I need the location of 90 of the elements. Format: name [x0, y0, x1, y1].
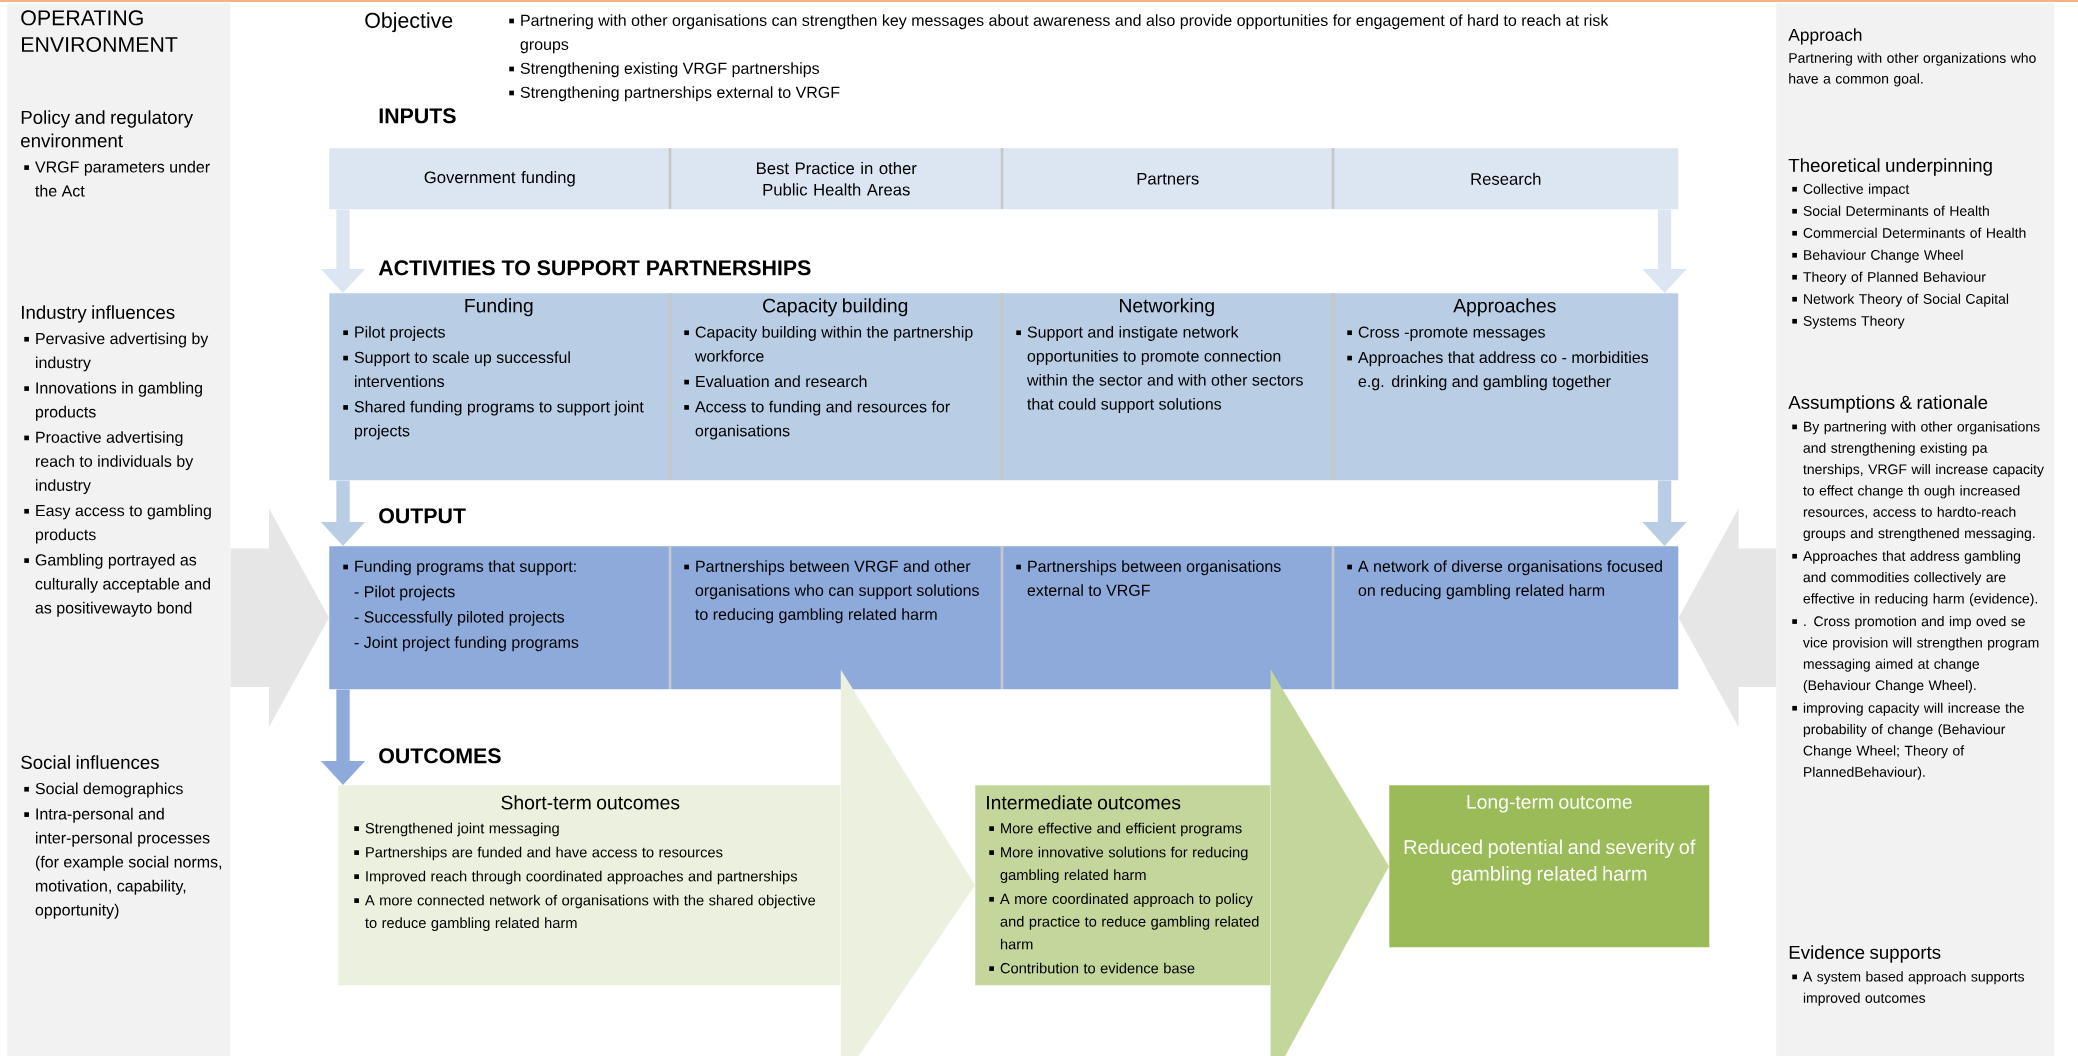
bullet-item: Support to scale up successful interventions: [343, 351, 570, 388]
bullet-item: Gambling portrayed as culturally acceptable and as positivewayto bond: [24, 553, 210, 617]
arrow: [1270, 669, 1389, 1056]
column-heading: Short-term outcomes: [501, 795, 680, 810]
bullet-item: Funding programs that support:: [343, 560, 576, 576]
input-box: Research: [1333, 148, 1679, 210]
section-heading: Evidence supports: [1789, 945, 1941, 963]
bullet-item: Shared funding programs to support joint projects: [343, 400, 644, 440]
outcome-box: [1389, 785, 1710, 948]
arrow: [230, 508, 329, 728]
section-heading: ACTIVITIES TO SUPPORT PARTNERSHIPS: [378, 260, 811, 276]
bullet-item: Access to funding and resources for organisations: [684, 400, 950, 440]
bullet-item: improving capacity will increase the probability of change (Behaviour Change Wheel; Theory of PlannedBehaviour).: [1792, 702, 2024, 780]
bullet-item: Commercial Determinants of Health: [1792, 227, 2026, 238]
side-panel: [1776, 3, 2055, 1056]
bullet-item: Strengthening existing VRGF partnerships: [509, 62, 820, 78]
bullet-item: A network of diverse organisations focused on reducing gambling related harm: [1347, 560, 1662, 600]
column-heading: Networking: [1120, 298, 1214, 317]
bullet-item: . Cross promotion and imp oved se vice provision will strengthen program messaging aimed at change (Behaviour Change Wheel).: [1792, 616, 2039, 694]
bullet-item: More innovative solutions for reducing gambling related harm: [989, 846, 1248, 883]
outcome-box: [975, 785, 1271, 986]
section-heading: Policy and regulatory environment: [21, 110, 194, 148]
section-heading: OUTPUT: [379, 508, 466, 524]
section-heading: Industry influences: [22, 305, 175, 323]
input-box: Partners: [1002, 148, 1334, 210]
input-box: Government funding: [329, 148, 671, 210]
bullet-item: Collective impact: [1792, 183, 1910, 197]
bullet-item: A more connected network of organisations with the shared objective to reduce gambling related harm: [354, 894, 816, 931]
bullet-item: Improved reach through coordinated approaches and partnerships: [354, 870, 797, 885]
bullet-item: Cross -promote messages: [1347, 326, 1545, 341]
section-heading: INPUTS: [379, 108, 456, 124]
bullet-item: Partnerships between organisations external to VRGF: [1016, 560, 1281, 596]
body-text: Partnering with other organizations who have a common goal.: [1789, 52, 2036, 87]
input-box: Best Practice in other Public Health Areas: [670, 148, 1003, 210]
bullet-item: Support and instigate network opportunities to promote connection within the sector and with other sectors that could support solutions: [1016, 326, 1303, 413]
activity-box: [329, 293, 671, 481]
bullet-item: Strengthening partnerships external to VRGF: [509, 86, 840, 102]
section-heading: OUTCOMES: [379, 748, 501, 764]
column-heading: Approaches: [1453, 298, 1556, 317]
side-panel: [7, 3, 231, 1056]
section-heading: Intermediate outcomes: [987, 795, 1181, 810]
bullet-item: Behaviour Change Wheel: [1792, 249, 1963, 263]
column-heading: Capacity building: [763, 298, 908, 317]
bullet-item: Partnering with other organisations can strengthen key messages about awareness and also provide opportunities for engagement of hard to reach at risk groups: [509, 14, 1609, 54]
section-heading: Approach: [1788, 28, 1862, 45]
activity-box: [1002, 293, 1334, 481]
output-box: [670, 546, 1003, 690]
output-box: [329, 546, 671, 690]
arrow: [1678, 508, 1776, 728]
bullet-item: Contribution to evidence base: [989, 962, 1195, 974]
list-item: - Joint project funding programs: [354, 636, 579, 652]
outcome-text: Reduced potential and severity of gambling related harm: [1404, 839, 1696, 885]
bullet-item: Pervasive advertising by industry: [24, 332, 209, 372]
bullet-item: A more coordinated approach to policy and practice to reduce gambling related harm: [989, 893, 1259, 950]
column-heading: Long-term outcome: [1467, 795, 1632, 813]
bullet-item: Evaluation and research: [684, 375, 867, 388]
section-heading: OPERATING ENVIRONMENT: [21, 10, 178, 53]
bullet-item: Pilot projects: [343, 326, 445, 341]
bullet-item: Approaches that address co - morbidities e.g. drinking and gambling together: [1347, 351, 1649, 391]
bullet-item: Social demographics: [24, 782, 183, 798]
bullet-item: More effective and efficient programs: [989, 822, 1242, 837]
bullet-item: Network Theory of Social Capital: [1792, 293, 2009, 307]
bullet-item: By partnering with other organisations and strengthening existing pa tnerships, VRGF will increase capacity to effect change th ough increased resources, access to hardto-reach groups and strengthened messaging.: [1792, 421, 2044, 542]
list-item: - Pilot projects: [354, 585, 455, 601]
objective-heading: Objective: [365, 12, 453, 33]
bullet-item: Approaches that address gambling and commodities collectively are effective in reducing harm (evidence).: [1792, 550, 2038, 607]
bullet-item: Social Determinants of Health: [1792, 205, 1989, 216]
activity-box: [1333, 293, 1679, 481]
bullet-item: Theory of Planned Behaviour: [1792, 271, 1986, 285]
outcome-box: [338, 785, 841, 986]
bullet-item: Capacity building within the partnership workforce: [684, 326, 973, 362]
bullet-item: Systems Theory: [1792, 315, 1905, 329]
section-heading: Theoretical underpinning: [1788, 158, 1992, 176]
section-heading: Assumptions & rationale: [1788, 395, 1988, 413]
list-item: - Successfully piloted projects: [354, 610, 565, 626]
bullet-item: VRGF parameters under the Act: [24, 160, 210, 197]
bullet-item: Strengthened joint messaging: [354, 822, 559, 837]
section-heading: Social influences: [21, 755, 159, 769]
bullet-item: A system based approach supports improved outcomes: [1792, 971, 2025, 1006]
output-box: [1333, 546, 1679, 690]
bullet-item: Proactive advertising reach to individuals by industry: [24, 431, 194, 495]
bullet-item: Easy access to gambling products: [24, 504, 211, 544]
bullet-item: Innovations in gambling products: [24, 381, 202, 421]
output-box: [1002, 546, 1334, 690]
bullet-item: Intra-personal and inter-personal processes (for example social norms, motivation, capability, opportunity): [24, 807, 222, 919]
bullet-item: Partnerships are funded and have access to resources: [354, 846, 723, 861]
column-heading: Funding: [465, 298, 533, 317]
arrow: [840, 669, 975, 1056]
activity-box: [670, 293, 1003, 481]
bullet-item: Partnerships between VRGF and other organisations who can support solutions to reducing gambling related harm: [684, 560, 979, 624]
